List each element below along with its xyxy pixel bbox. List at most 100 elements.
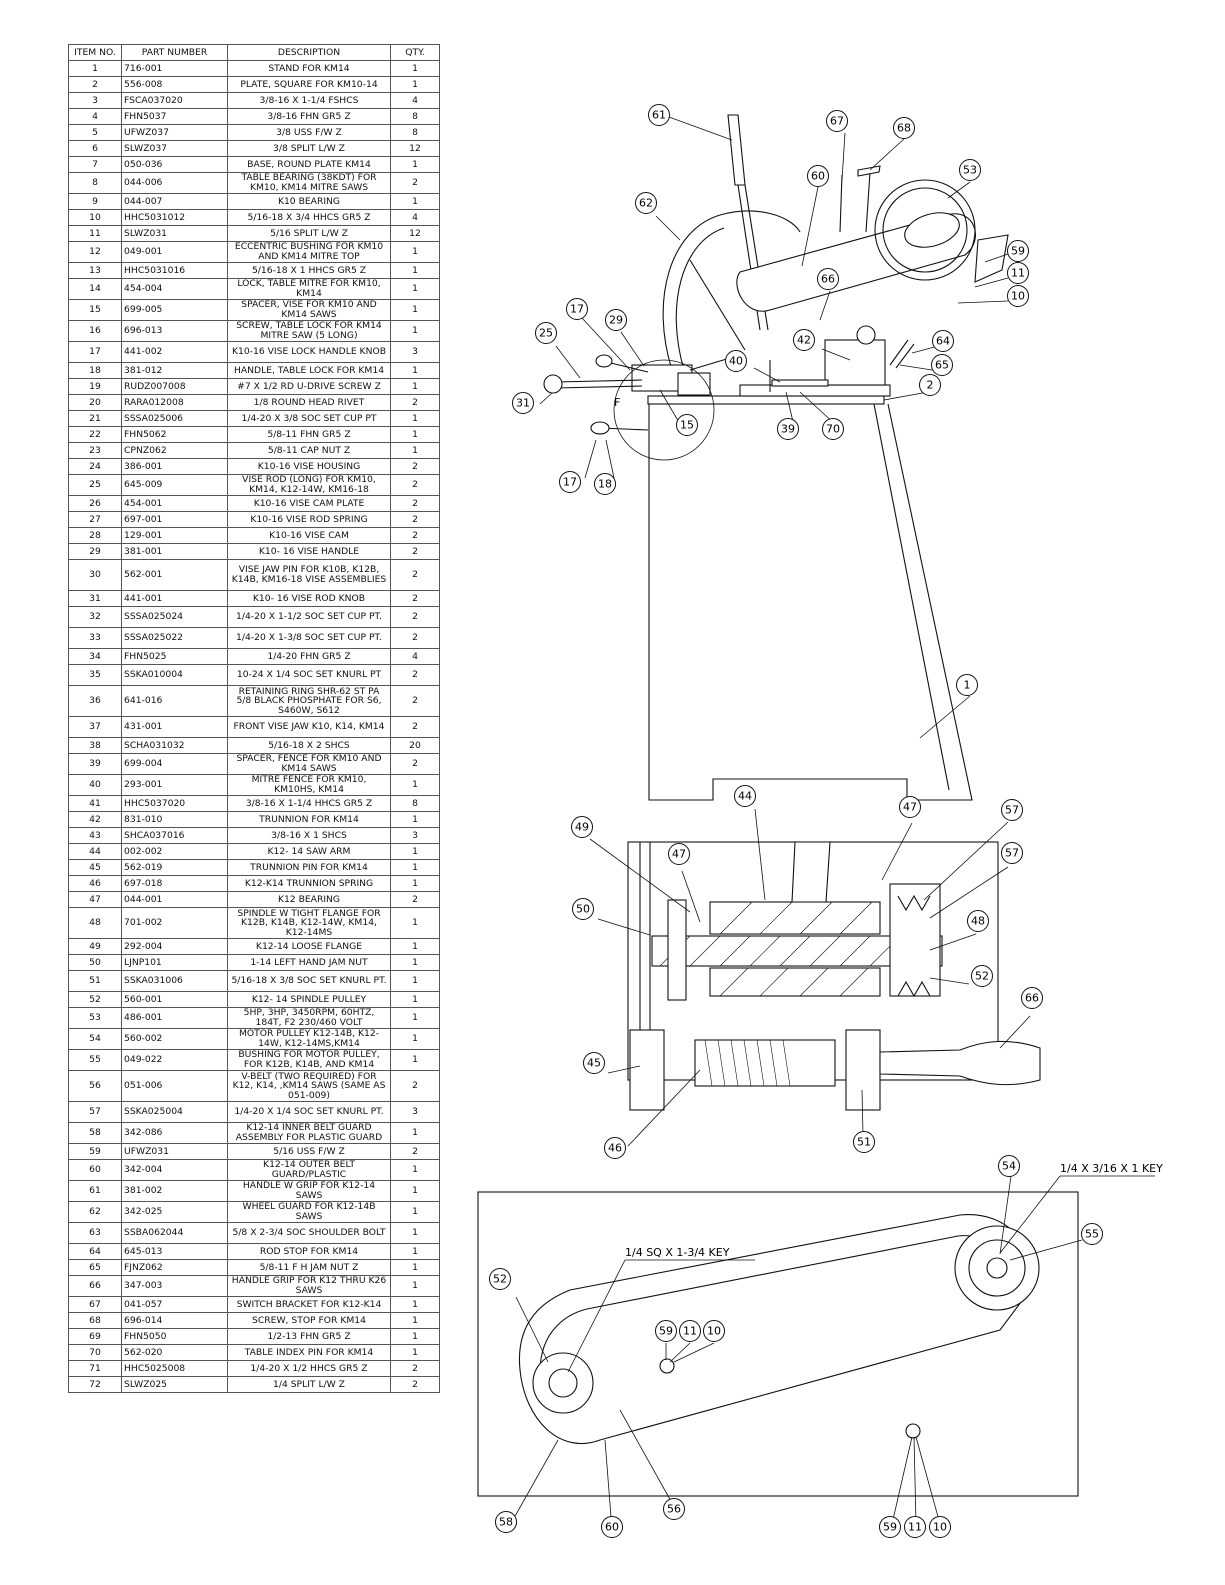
callout-circle bbox=[919, 374, 941, 396]
callout-10: 10 bbox=[929, 1516, 951, 1538]
callout-circle bbox=[826, 110, 848, 132]
callout-circle bbox=[904, 1516, 926, 1538]
callout-circle bbox=[893, 117, 915, 139]
callout-59: 59 bbox=[879, 1516, 901, 1538]
callout-circle bbox=[594, 473, 616, 495]
belt-guard-detail-view: 1/4 X 3/16 X 1 KEY 1/4 SQ X 1-3/4 KEY bbox=[477, 1162, 1163, 1525]
callout-circle bbox=[1021, 987, 1043, 1009]
callout-circle bbox=[777, 418, 799, 440]
callout-number: 53 bbox=[963, 164, 977, 177]
callout-10: 10 bbox=[703, 1320, 725, 1342]
callout-number: 44 bbox=[738, 790, 752, 803]
callout-57: 57 bbox=[1001, 799, 1023, 821]
callout-57: 57 bbox=[1001, 842, 1023, 864]
callout-number: 59 bbox=[1011, 245, 1025, 258]
callout-62: 62 bbox=[635, 192, 657, 214]
callout-circle bbox=[512, 392, 534, 414]
callout-number: 10 bbox=[1011, 290, 1025, 303]
qty-cell: 1 bbox=[390, 811, 440, 828]
callout-circle bbox=[572, 898, 594, 920]
callout-number: 62 bbox=[639, 197, 653, 210]
callout-65: 65 bbox=[931, 354, 953, 376]
spindle-section-view bbox=[589, 808, 1041, 1147]
callout-18: 18 bbox=[594, 473, 616, 495]
callout-number: 60 bbox=[811, 170, 825, 183]
callout-number: 17 bbox=[563, 476, 577, 489]
callout-circle bbox=[899, 796, 921, 818]
callout-number: 68 bbox=[897, 122, 911, 135]
callout-number: 50 bbox=[576, 903, 590, 916]
callout-number: 54 bbox=[1002, 1160, 1016, 1173]
callout-40: 40 bbox=[725, 350, 747, 372]
callout-circle bbox=[679, 1320, 701, 1342]
callout-circle bbox=[703, 1320, 725, 1342]
callout-circle bbox=[959, 159, 981, 181]
callout-number: 1 bbox=[964, 679, 971, 692]
callout-circle bbox=[1081, 1223, 1103, 1245]
callout-59: 59 bbox=[655, 1320, 677, 1342]
callout-number: 67 bbox=[830, 115, 844, 128]
callout-number: 39 bbox=[781, 423, 795, 436]
callout-number: 25 bbox=[539, 327, 553, 340]
callout-number: 15 bbox=[680, 419, 694, 432]
callout-circle bbox=[495, 1511, 517, 1533]
parts-table-header-row: ITEM NO. PART NUMBER DESCRIPTION QTY. bbox=[68, 44, 440, 61]
qty-cell: 1 bbox=[390, 442, 440, 459]
callout-46: 46 bbox=[604, 1137, 626, 1159]
callout-circle bbox=[635, 192, 657, 214]
callout-51: 51 bbox=[853, 1131, 875, 1153]
callout-54: 54 bbox=[998, 1155, 1020, 1177]
callout-circle bbox=[583, 1052, 605, 1074]
callout-circle bbox=[734, 785, 756, 807]
callout-17: 17 bbox=[566, 298, 588, 320]
callout-number: 55 bbox=[1085, 1228, 1099, 1241]
callout-number: 11 bbox=[683, 1325, 697, 1338]
callout-11: 11 bbox=[904, 1516, 926, 1538]
callout-number: 56 bbox=[667, 1503, 681, 1516]
callout-39: 39 bbox=[777, 418, 799, 440]
callout-circle bbox=[725, 350, 747, 372]
callout-number: 70 bbox=[826, 423, 840, 436]
qty-cell: 2 bbox=[390, 559, 440, 591]
item-no-cell: 72 bbox=[68, 1376, 122, 1393]
callout-2: 2 bbox=[919, 374, 941, 396]
callout-number: 10 bbox=[707, 1325, 721, 1338]
callout-number: 57 bbox=[1005, 847, 1019, 860]
qty-cell: 2 bbox=[390, 590, 440, 607]
callout-circle bbox=[676, 414, 698, 436]
callout-number: 29 bbox=[609, 314, 623, 327]
callout-circle bbox=[793, 329, 815, 351]
callout-68: 68 bbox=[893, 117, 915, 139]
part-number-cell: 562-001 bbox=[121, 559, 228, 591]
callout-number: 47 bbox=[672, 848, 686, 861]
callout-49: 49 bbox=[571, 816, 593, 838]
callout-number: 17 bbox=[570, 303, 584, 316]
description-cell: MITRE FENCE FOR KM10, KM10HS, KM14 bbox=[227, 774, 391, 796]
callout-29: 29 bbox=[605, 309, 627, 331]
callout-59: 59 bbox=[1007, 240, 1029, 262]
callout-11: 11 bbox=[679, 1320, 701, 1342]
